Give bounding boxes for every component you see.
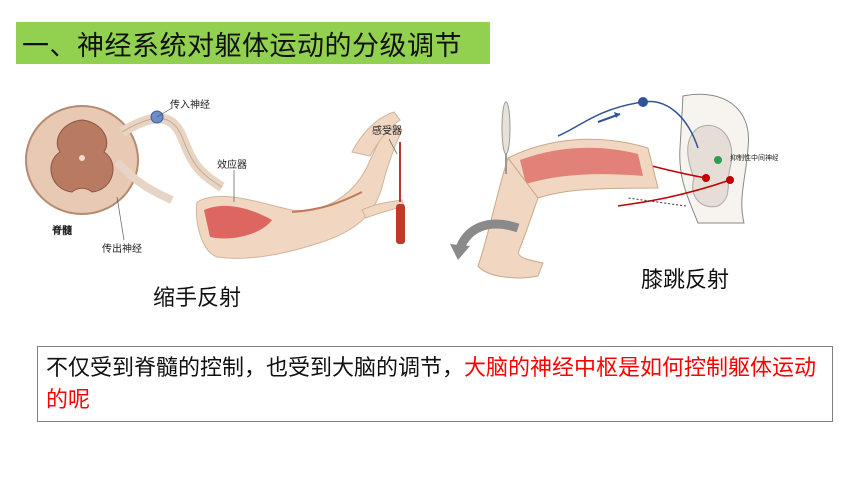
biceps-muscle bbox=[204, 205, 272, 239]
label-interneuron: 抑制性中间神经元 bbox=[730, 153, 778, 162]
question-textbox: 不仅受到脊髓的控制，也受到大脑的调节，大脑的神经中枢是如何控制躯体运动的呢 bbox=[37, 346, 833, 422]
question-highlight-text: 大脑的神经中枢是如何控制躯体运动的呢 bbox=[46, 356, 817, 413]
question-normal-text: 不仅受到脊髓的控制，也受到大脑的调节， bbox=[46, 356, 465, 381]
page-title: 一、神经系统对躯体运动的分级调节 bbox=[22, 30, 462, 62]
receptor-pin bbox=[396, 204, 405, 244]
knee-spinal-grey bbox=[687, 124, 733, 208]
label-effector: 效应器 bbox=[217, 158, 247, 171]
title-bar: 一、神经系统对躯体运动的分级调节 bbox=[16, 22, 490, 64]
label-efferent: 传出神经 bbox=[102, 242, 142, 255]
reflex-hammer bbox=[501, 101, 511, 155]
label-spinal-cord: 脊髓 bbox=[51, 224, 73, 237]
caption-knee-jerk-reflex: 膝跳反射 bbox=[641, 268, 730, 293]
quadriceps-muscle bbox=[520, 147, 643, 184]
label-receptor: 感受器 bbox=[372, 124, 402, 137]
label-afferent: 传入神经 bbox=[170, 98, 210, 111]
withdrawal-reflex-figure: 传入神经 感受器 效应器 脊髓 传出神经 bbox=[25, 98, 405, 259]
caption-withdrawal-reflex: 缩手反射 bbox=[153, 286, 242, 311]
knee-jerk-figure: 抑制性中间神经元 bbox=[450, 93, 778, 279]
motion-arrow bbox=[455, 219, 520, 250]
